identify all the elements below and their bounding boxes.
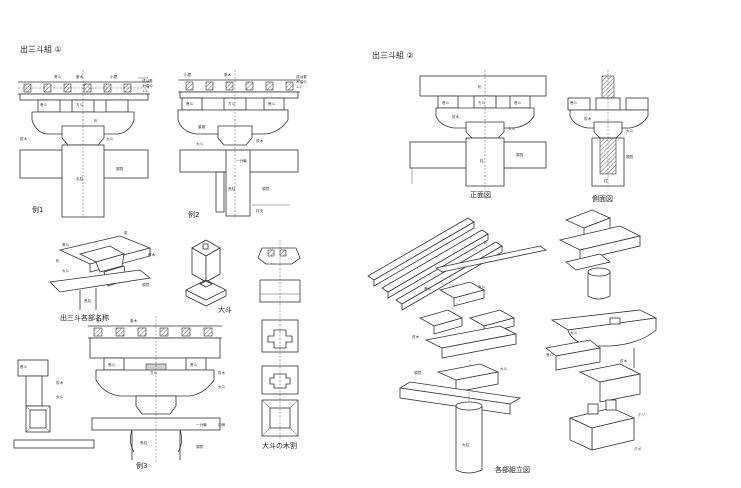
svg-text:柱: 柱 [604,178,608,183]
svg-text:一分軸: 一分軸 [196,422,207,427]
svg-text:肘木: 肘木 [412,334,420,339]
svg-text:丸柱: 丸柱 [76,176,84,181]
example2-caption: 例2 [188,211,200,219]
svg-text:巻斗: 巻斗 [108,362,116,367]
svg-text:頭貫: 頭貫 [142,282,150,287]
svg-text:1.2: 1.2 [142,89,148,93]
svg-text:桁: 桁 [56,258,60,263]
svg-text:方斗: 方斗 [150,370,158,375]
svg-text:巻斗: 巻斗 [190,362,198,367]
svg-text:肘木: 肘木 [148,252,156,257]
svg-text:垂木: 垂木 [76,74,84,79]
svg-text:成は垂: 成は垂 [142,78,153,83]
left-panel-title: 出三斗組 ① [20,45,62,54]
svg-text:巻斗: 巻斗 [514,100,522,105]
svg-text:肘木: 肘木 [256,138,264,143]
svg-text:大斗: 大斗 [62,268,70,273]
right-panel-title: 出三斗組 ② [372,51,414,60]
svg-text:巻斗: 巻斗 [268,101,276,106]
svg-text:頭貫: 頭貫 [516,152,524,157]
example1-caption: 例1 [32,206,44,214]
svg-text:方斗: 方斗 [478,284,486,289]
svg-text:巻斗: 巻斗 [442,100,450,105]
kiwari-caption: 大斗の木割 [262,442,297,450]
svg-text:重継: 重継 [198,124,206,129]
svg-text:巻斗: 巻斗 [96,318,104,323]
svg-text:巻斗: 巻斗 [186,101,194,106]
svg-text:成は垂: 成は垂 [296,74,307,79]
svg-text:桁: 桁 [484,240,488,245]
svg-text:巻斗: 巻斗 [20,364,28,369]
example3-drawing: 巻斗 巻斗 垂木 肘木 大斗 巻斗 方斗 肘木 巻斗 大斗 内側 一分軸 長柱 … [13,316,226,462]
svg-text:巻斗: 巻斗 [546,352,554,357]
svg-text:頭貫: 頭貫 [414,370,422,375]
svg-text:大斗: 大斗 [570,330,578,335]
svg-text:長柱: 長柱 [140,440,148,445]
svg-text:桁: 桁 [94,118,98,123]
svg-text:方斗: 方斗 [478,100,486,105]
svg-text:肘木: 肘木 [56,380,64,385]
front-view-caption: 正面図 [470,191,491,199]
svg-text:巻斗: 巻斗 [40,102,48,107]
front-view-drawing: 桁 巻斗 方斗 巻斗 肘木 大斗 柱 頭貫 [409,70,547,190]
svg-text:一分軸: 一分軸 [236,158,247,163]
svg-text:大斗: 大斗 [106,136,114,141]
svg-text:方斗: 方斗 [76,102,84,107]
daito-drawing [185,239,227,307]
svg-text:肘木: 肘木 [20,136,28,141]
svg-text:頭貫: 頭貫 [116,166,124,171]
assembly-drawing: 桁 巻斗 方斗 肘木 大斗 頭貫 大柱 [367,209,658,474]
svg-text:大柱: 大柱 [462,442,470,447]
svg-text:大斗: 大斗 [508,126,516,131]
svg-text:柱支: 柱支 [256,208,264,213]
svg-text:木幅の: 木幅の [142,83,153,88]
svg-text:肘木: 肘木 [218,370,226,375]
daito-caption: 大斗 [218,306,232,314]
example3-caption: 例3 [136,462,148,470]
svg-text:巻斗: 巻斗 [570,100,578,105]
svg-text:小壁: 小壁 [184,72,192,77]
svg-text:垂木: 垂木 [130,318,138,323]
svg-text:大斗: 大斗 [626,128,634,133]
assembly-caption: 各部組立図 [495,466,530,474]
ex1-makito-right [105,99,129,113]
ex1-daito [61,125,105,146]
svg-text:頭貫: 頭貫 [196,444,204,449]
svg-text:大斗: 大斗 [196,141,204,146]
svg-text:巻斗: 巻斗 [62,242,70,247]
svg-text:長柱: 長柱 [84,298,92,303]
parts-names-caption: 出三斗各部名称 [60,314,109,322]
svg-text:小壁: 小壁 [110,74,118,79]
svg-text:方斗: 方斗 [228,101,236,106]
svg-text:柱: 柱 [480,158,484,163]
svg-text:頭貫: 頭貫 [626,154,634,159]
svg-text:内側: 内側 [218,422,226,427]
svg-text:ダボ: ダボ [634,446,642,451]
kiwari-drawing [257,240,301,440]
svg-text:肘木: 肘木 [452,114,460,119]
svg-text:大斗: 大斗 [218,384,226,389]
svg-text:頭貫: 頭貫 [262,186,270,191]
svg-text:大斗: 大斗 [500,366,508,371]
svg-text:1.2: 1.2 [296,85,302,89]
svg-text:巻斗: 巻斗 [424,286,432,291]
svg-text:大斗: 大斗 [56,394,64,399]
svg-text:梁: 梁 [124,230,128,235]
side-view-caption: 側面図 [592,195,613,203]
svg-text:ホゾ: ホゾ [638,412,646,417]
svg-text:肘木: 肘木 [620,358,628,363]
example1-drawing: 巻斗 垂木 小壁 成は垂 木幅の 1.2 巻斗 方斗 桁 肘木 大斗 頭貫 丸柱 [18,70,153,218]
example2-drawing: 小壁 垂木 成は垂 木幅の 1.2 巻斗 方斗 巻斗 重継 肘木 大斗 一分軸 … [177,70,307,218]
side-view-drawing: 巻斗 肘木 大斗 頭貫 柱 [567,70,649,190]
svg-text:肘木: 肘木 [584,116,592,121]
svg-text:垂木: 垂木 [224,72,232,77]
svg-text:長柱: 長柱 [228,186,236,191]
front-keta [419,75,547,97]
parts-names-drawing: 巻斗 梁 肘木 桁 大斗 頭貫 長柱 [49,230,156,310]
svg-text:桁: 桁 [478,84,482,89]
svg-text:木幅の: 木幅の [296,79,307,84]
svg-text:巻斗: 巻斗 [54,74,62,79]
